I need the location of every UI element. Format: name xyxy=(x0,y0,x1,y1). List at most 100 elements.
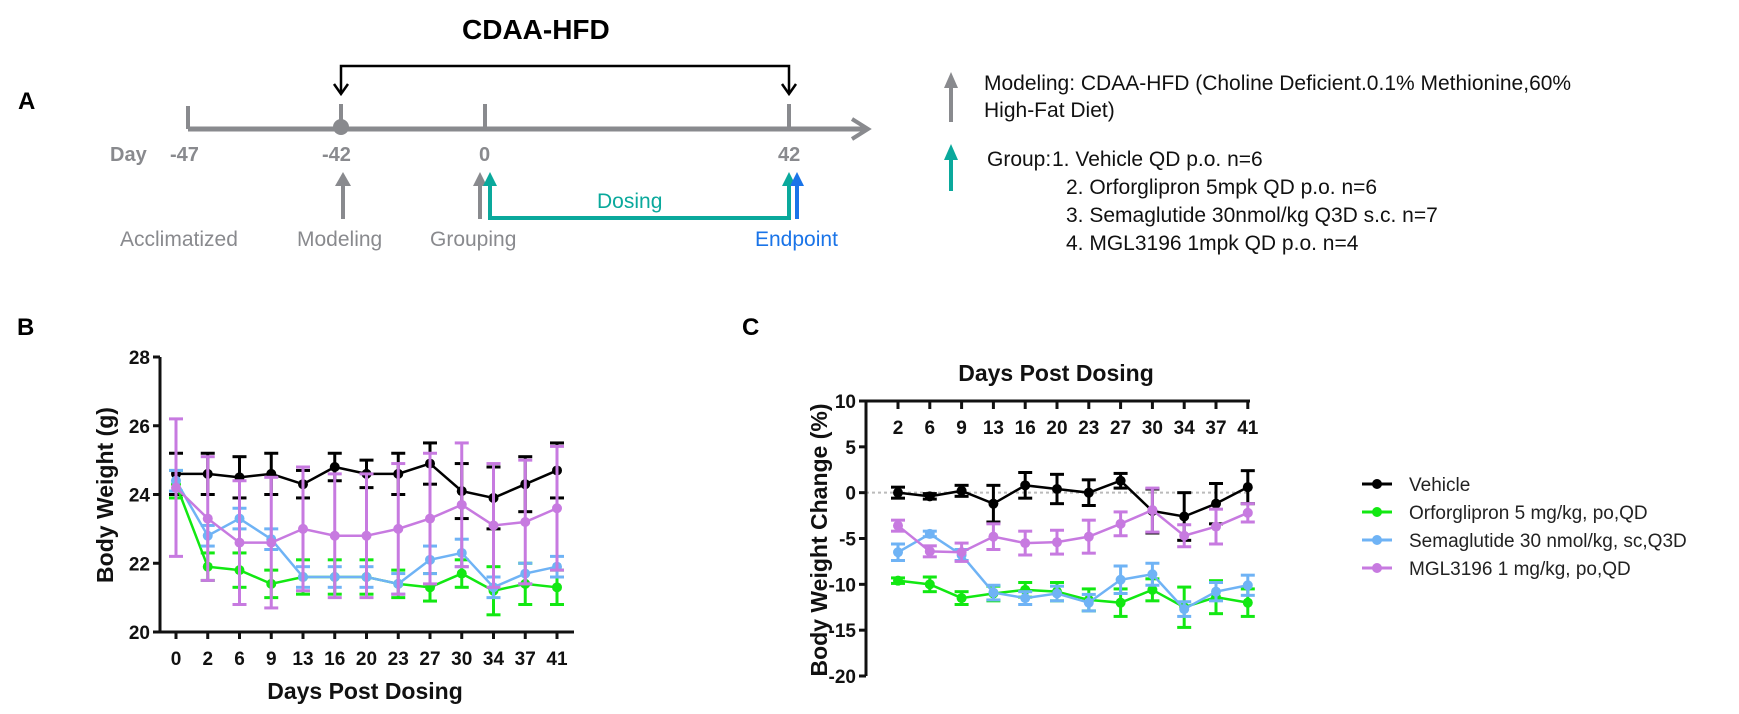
b-series-3 xyxy=(169,417,564,610)
legend-group-4: 4. MGL3196 1mpk QD p.o. n=4 xyxy=(1066,232,1359,255)
legend-marker-icon xyxy=(1372,507,1382,517)
legend-group-prefix: Group: xyxy=(987,148,1052,171)
c-x-tick-label: 9 xyxy=(956,418,967,439)
panel-a-title: CDAA-HFD xyxy=(462,14,610,45)
c-point xyxy=(1115,597,1126,608)
b-point xyxy=(361,530,372,541)
c-point xyxy=(1242,580,1253,591)
c-point xyxy=(1147,584,1158,595)
c-y-tick-label: -5 xyxy=(839,530,856,551)
c-point xyxy=(1242,597,1253,608)
timeline-day-minus42: -42 xyxy=(322,144,351,166)
b-point xyxy=(171,482,181,493)
b-point xyxy=(552,503,562,514)
panel-c-letter: C xyxy=(742,314,760,341)
panel-a-letter: A xyxy=(18,88,36,115)
b-y-tick-label: 26 xyxy=(129,417,150,438)
b-point xyxy=(456,568,467,579)
c-line-3 xyxy=(897,508,1249,554)
timeline-day-minus47: -47 xyxy=(170,144,199,166)
legend-group-1: 1. Vehicle QD p.o. n=6 xyxy=(1052,148,1263,171)
c-y-tick-label: 0 xyxy=(845,484,856,505)
c-point xyxy=(924,491,935,502)
c-line-2 xyxy=(897,532,1249,611)
c-point xyxy=(988,531,999,542)
c-point xyxy=(1083,487,1094,498)
c-point xyxy=(1052,537,1062,548)
c-series-0 xyxy=(891,469,1255,542)
b-x-tick-label: 6 xyxy=(234,649,245,670)
b-x-tick-label: 23 xyxy=(388,649,409,670)
c-point xyxy=(956,547,967,558)
b-x-tick-label: 9 xyxy=(266,649,277,670)
legend-label: MGL3196 1 mg/kg, po,QD xyxy=(1409,559,1631,580)
timeline-day-42: 42 xyxy=(778,144,801,166)
c-point xyxy=(893,520,903,531)
c-point xyxy=(1211,586,1221,597)
c-point xyxy=(893,575,903,586)
c-point xyxy=(1147,505,1158,516)
c-point xyxy=(924,528,935,539)
c-point xyxy=(1179,511,1190,522)
b-y-axis-title: Body Weight (g) xyxy=(92,407,118,583)
b-x-tick-label: 13 xyxy=(292,649,313,670)
c-x-tick-label: 30 xyxy=(1142,418,1163,439)
c-point xyxy=(1052,484,1062,494)
legend-marker-icon xyxy=(1372,563,1382,573)
c-x-tick-label: 41 xyxy=(1237,418,1259,439)
c-x-tick-label: 37 xyxy=(1205,418,1226,439)
legend-label: Vehicle xyxy=(1409,475,1470,496)
legend-modeling-line2: High-Fat Diet) xyxy=(984,99,1115,122)
b-x-tick-label: 37 xyxy=(515,649,536,670)
b-y-tick-label: 20 xyxy=(129,623,150,644)
event-grouping: Grouping xyxy=(430,228,517,251)
c-point xyxy=(1179,530,1190,541)
c-point xyxy=(1242,482,1253,493)
c-y-tick-label: -20 xyxy=(829,667,856,688)
c-point xyxy=(956,593,967,604)
c-point xyxy=(988,498,999,509)
c-x-tick-label: 23 xyxy=(1078,418,1099,439)
b-x-tick-label: 30 xyxy=(451,649,472,670)
c-line-0 xyxy=(897,479,1249,518)
c-point xyxy=(1211,498,1221,509)
event-endpoint: Endpoint xyxy=(755,228,838,251)
c-y-tick-label: -10 xyxy=(829,575,856,596)
c-y-tick-label: 5 xyxy=(845,438,856,459)
endpoint-arrow-icon xyxy=(790,172,804,219)
c-point xyxy=(1020,593,1031,604)
c-point xyxy=(988,587,999,598)
c-title: Days Post Dosing xyxy=(958,360,1154,386)
c-point xyxy=(1115,518,1126,529)
modeling-arrow-icon xyxy=(335,172,351,219)
c-point xyxy=(1211,521,1221,532)
c-point xyxy=(924,579,935,590)
b-point xyxy=(234,537,245,548)
event-dosing: Dosing xyxy=(597,190,663,213)
c-x-tick-label: 27 xyxy=(1110,418,1131,439)
legend-label: Semaglutide 30 nmol/kg, sc,Q3D xyxy=(1409,531,1687,552)
event-acclimatized: Acclimatized xyxy=(120,228,238,251)
c-x-tick-label: 16 xyxy=(1015,418,1036,439)
legend-modeling-arrow-icon xyxy=(944,72,958,122)
legend-label: Orforglipron 5 mg/kg, po,QD xyxy=(1409,503,1648,524)
timeline-day-label: Day xyxy=(110,144,147,166)
b-point xyxy=(329,462,340,472)
c-point xyxy=(956,485,967,496)
c-y-tick-label: -15 xyxy=(829,621,857,642)
b-x-tick-label: 34 xyxy=(483,649,505,670)
b-x-axis-title: Days Post Dosing xyxy=(267,678,463,704)
b-x-tick-label: 0 xyxy=(171,649,182,670)
c-point xyxy=(924,546,935,557)
legend-group-2: 2. Orforglipron 5mpk QD p.o. n=6 xyxy=(1066,176,1378,199)
b-point xyxy=(552,582,562,593)
cdaa-hfd-bracket xyxy=(332,64,798,97)
c-y-axis-title: Body Weight Change (%) xyxy=(806,403,832,676)
c-x-tick-label: 34 xyxy=(1174,418,1196,439)
c-x-tick-label: 20 xyxy=(1046,418,1067,439)
b-point xyxy=(456,499,467,510)
legend-marker-icon xyxy=(1372,535,1382,545)
b-y-tick-label: 22 xyxy=(129,554,150,575)
